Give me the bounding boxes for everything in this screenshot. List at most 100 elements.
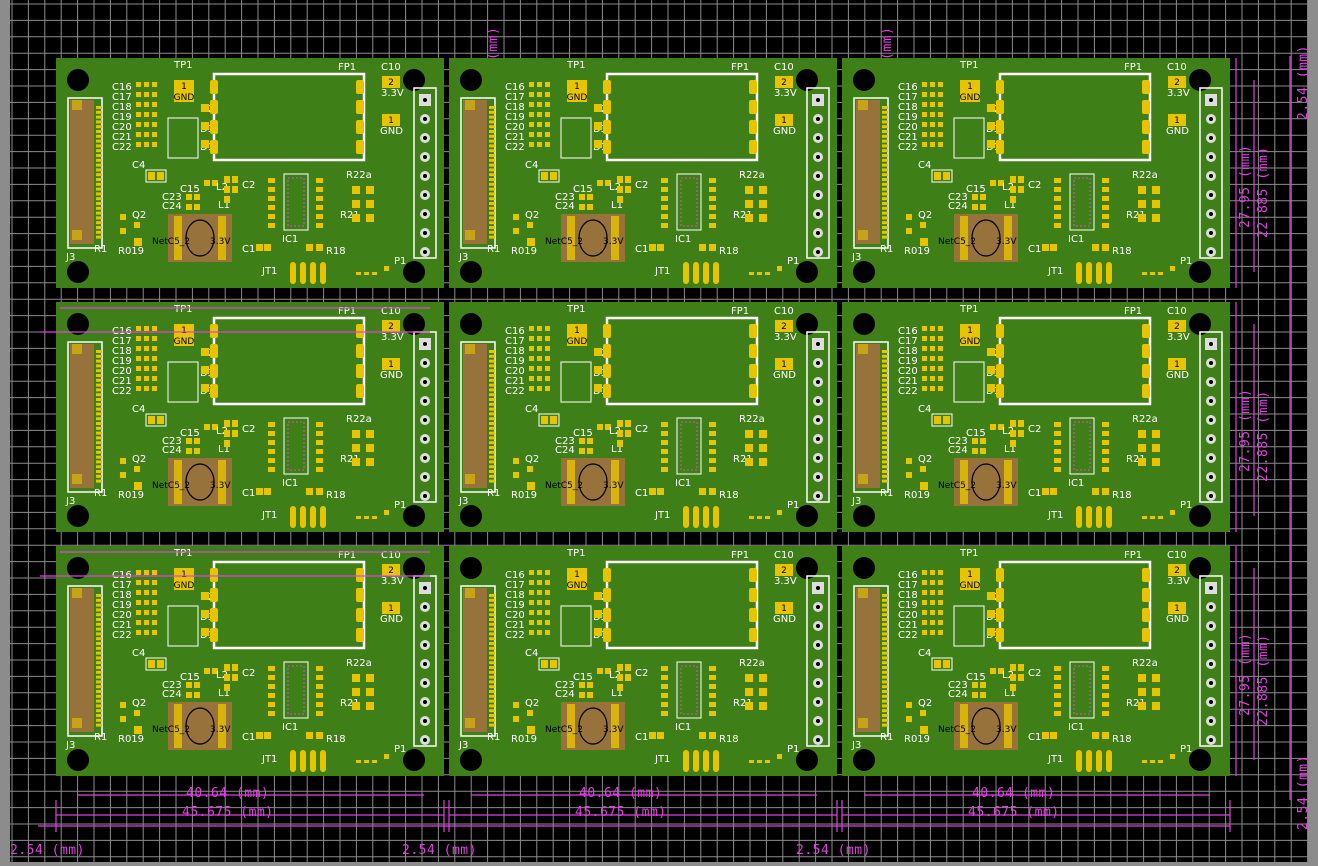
cap-pad bbox=[144, 132, 149, 137]
j3-pad bbox=[882, 436, 888, 440]
label-c2: C2 bbox=[635, 180, 648, 191]
smd-pad bbox=[579, 194, 585, 200]
fp1-pad bbox=[356, 324, 364, 338]
label-c15: C15 bbox=[180, 184, 200, 195]
smd-pad bbox=[980, 204, 986, 210]
label-3v3: 3.3V bbox=[1167, 576, 1190, 587]
r22a-pad bbox=[759, 688, 767, 696]
pcb-board-8[interactable]: J3C16C17C18C19C20C21C22TP11GNDD2D3D1FP1C… bbox=[842, 546, 1230, 776]
cap-pad bbox=[144, 620, 149, 625]
smd-pad bbox=[194, 194, 200, 200]
label-l1: L1 bbox=[1004, 688, 1016, 699]
smd-pad bbox=[194, 448, 200, 454]
cap-pad bbox=[545, 112, 550, 117]
label-tp1: TP1 bbox=[959, 60, 979, 71]
ic1-pad bbox=[1054, 196, 1061, 201]
label-r1: R1 bbox=[880, 732, 893, 743]
smd-pad bbox=[1010, 186, 1016, 193]
j3-pad bbox=[489, 723, 495, 727]
test-pad bbox=[1150, 760, 1155, 763]
smd-pad bbox=[980, 682, 986, 688]
fp1-pad bbox=[996, 588, 1004, 602]
ic1-pad bbox=[316, 196, 323, 201]
ic1-pad bbox=[1054, 187, 1061, 192]
label-r019: R019 bbox=[511, 490, 537, 501]
pcb-board-6[interactable]: J3C16C17C18C19C20C21C22TP11GNDD2D3D1FP1C… bbox=[56, 546, 444, 776]
ic1-pad bbox=[661, 440, 668, 445]
label-r22a: R22a bbox=[346, 170, 372, 181]
pcb-board-1[interactable]: J3C16C17C18C19C20C21C22TP11GNDD2D3D1FP1C… bbox=[449, 58, 837, 288]
cap-pad bbox=[152, 132, 157, 137]
c1-pad bbox=[649, 732, 656, 739]
c4-outline bbox=[538, 657, 560, 671]
label-c10: C10 bbox=[774, 550, 794, 561]
jt1-pad bbox=[1086, 262, 1092, 284]
cap-pad bbox=[930, 336, 935, 341]
label-3v3: 3.3V bbox=[381, 576, 404, 587]
c1-pad bbox=[316, 244, 323, 251]
ic1-pad bbox=[316, 684, 323, 689]
label-cap: C18 bbox=[898, 590, 918, 601]
diode-pad bbox=[201, 366, 209, 374]
j3-pad bbox=[96, 441, 102, 445]
pcb-board-0[interactable]: J3C16C17C18C19C20C21C22TP11GNDD2D3D1FP1C… bbox=[56, 58, 444, 288]
j3-outline bbox=[460, 341, 496, 493]
j3-pad bbox=[96, 206, 102, 210]
label-c1: C1 bbox=[242, 732, 255, 743]
label-j3: J3 bbox=[65, 740, 75, 751]
label-cap: C20 bbox=[898, 366, 918, 377]
j3-pad bbox=[882, 455, 888, 459]
pcb-board-7[interactable]: J3C16C17C18C19C20C21C22TP11GNDD2D3D1FP1C… bbox=[449, 546, 837, 776]
ic1-pad bbox=[661, 214, 668, 219]
q2-pad bbox=[513, 472, 519, 478]
j3-pad bbox=[96, 154, 102, 157]
label-gnd: GND bbox=[380, 126, 403, 137]
cap-pad bbox=[152, 366, 157, 371]
c4-outline bbox=[145, 413, 167, 427]
r22a-pad bbox=[352, 458, 360, 466]
smd-pad bbox=[972, 692, 978, 698]
c4-outline bbox=[145, 169, 167, 183]
pcb-board-3[interactable]: J3C16C17C18C19C20C21C22TP11GNDD2D3D1FP1C… bbox=[56, 302, 444, 532]
test-pad bbox=[1142, 272, 1147, 275]
label-tp1: TP1 bbox=[173, 304, 193, 315]
j3-pad bbox=[882, 479, 888, 483]
j3-pad bbox=[96, 374, 102, 377]
p1-pin-hole bbox=[816, 643, 820, 647]
j3-pad bbox=[96, 139, 102, 143]
pcb-board-4[interactable]: J3C16C17C18C19C20C21C22TP11GNDD2D3D1FP1C… bbox=[449, 302, 837, 532]
j3-pad bbox=[882, 694, 888, 698]
mounting-hole bbox=[460, 261, 482, 283]
j3-pad bbox=[882, 211, 888, 215]
inductor-pad bbox=[960, 216, 968, 260]
cap-pad bbox=[152, 610, 157, 615]
j3-pad bbox=[96, 144, 102, 148]
cap-pad bbox=[152, 326, 157, 331]
j3-pad bbox=[96, 709, 102, 713]
j3-pad bbox=[96, 594, 102, 597]
j3-pad bbox=[96, 211, 102, 215]
j3-pad bbox=[882, 441, 888, 445]
label-r18: R18 bbox=[326, 490, 346, 501]
cap-pad bbox=[136, 376, 141, 381]
cap-pad bbox=[144, 112, 149, 117]
ic1-body bbox=[680, 665, 698, 715]
p1-pin-hole bbox=[816, 700, 820, 704]
pcb-board-5[interactable]: J3C16C17C18C19C20C21C22TP11GNDD2D3D1FP1C… bbox=[842, 302, 1230, 532]
pcb-board-2[interactable]: J3C16C17C18C19C20C21C22TP11GNDD2D3D1FP1C… bbox=[842, 58, 1230, 288]
j3-pad bbox=[882, 675, 888, 679]
j3-pad bbox=[489, 479, 495, 483]
jt1-pad bbox=[320, 262, 326, 284]
c1-pad bbox=[264, 244, 271, 251]
label-r1: R1 bbox=[880, 244, 893, 255]
p1-pin-hole bbox=[423, 456, 427, 460]
j3-pad bbox=[96, 613, 102, 617]
mounting-hole bbox=[1189, 313, 1211, 335]
label-c4: C4 bbox=[918, 648, 931, 659]
j3-pad bbox=[882, 354, 888, 358]
c1-pad bbox=[306, 244, 313, 251]
p1-outline bbox=[806, 87, 830, 259]
p1-pin-hole bbox=[1209, 117, 1213, 121]
